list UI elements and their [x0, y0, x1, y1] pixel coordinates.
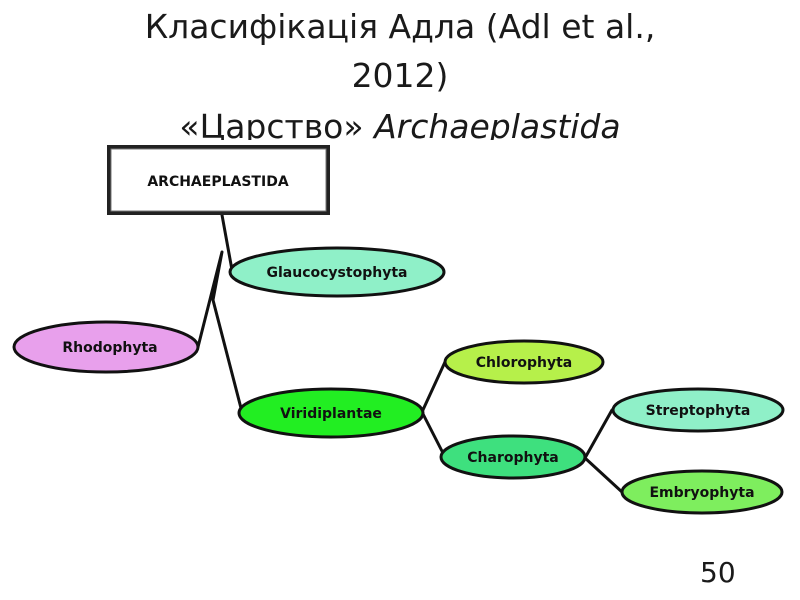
title-main-text: Класифікація Адла — [144, 7, 486, 46]
node-charophyta-label: Charophyta — [467, 450, 558, 466]
node-rhodophyta: Rhodophyta — [12, 320, 200, 374]
node-charophyta-shape — [439, 434, 587, 480]
node-rhodophyta-label: Rhodophyta — [62, 340, 157, 356]
connector-root-to-glaucocystophyta — [220, 213, 234, 272]
title-citation: (Adl et al., — [485, 7, 656, 46]
title-line-3: «Царство» Archaeplastida — [0, 103, 800, 140]
root-box: ARCHAEPLASTIDA — [107, 145, 330, 215]
root-label: ARCHAEPLASTIDA — [147, 174, 288, 190]
node-embryophyta: Embryophyta — [620, 469, 784, 515]
node-embryophyta-shape — [620, 469, 784, 515]
title-line-2: 2012) — [351, 56, 449, 95]
node-chlorophyta: Chlorophyta — [443, 339, 605, 385]
connector-rhodophyta-branch — [196, 250, 244, 414]
node-chlorophyta-shape — [443, 339, 605, 385]
slide-number: 50 — [700, 556, 736, 589]
node-viridiplantae-shape — [237, 387, 425, 439]
node-glaucocystophyta: Glaucocystophyta — [228, 246, 446, 298]
node-streptophyta-label: Streptophyta — [646, 403, 751, 419]
slide-title: Класифікація Адла (Adl et al., 2012) «Ца… — [0, 0, 800, 140]
node-glaucocystophyta-shape — [228, 246, 446, 298]
node-viridiplantae-label: Viridiplantae — [280, 406, 382, 422]
title-rank-text: «Царство» — [179, 107, 375, 140]
connector-charophyta-branch — [583, 408, 624, 494]
node-viridiplantae: Viridiplantae — [237, 387, 425, 439]
node-streptophyta: Streptophyta — [611, 387, 785, 433]
node-chlorophyta-label: Chlorophyta — [476, 355, 572, 371]
node-streptophyta-shape — [611, 387, 785, 433]
node-rhodophyta-shape — [12, 320, 200, 374]
node-glaucocystophyta-label: Glaucocystophyta — [267, 265, 408, 281]
tree-connectors — [196, 213, 624, 494]
title-taxon-name: Archaeplastida — [374, 107, 621, 140]
node-embryophyta-label: Embryophyta — [649, 485, 754, 501]
connector-viridiplantae-branch — [420, 360, 447, 459]
title-line-1: Класифікація Адла (Adl et al., — [0, 3, 800, 50]
node-charophyta: Charophyta — [439, 434, 587, 480]
